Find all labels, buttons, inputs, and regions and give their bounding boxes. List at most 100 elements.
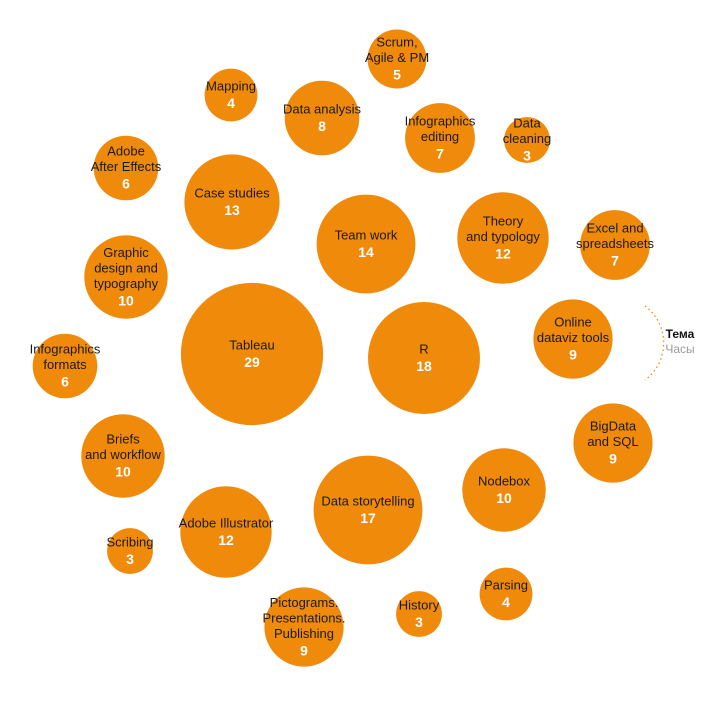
bubble-label-parsing: Parsing [484, 577, 528, 592]
bubble-label-nodebox: Nodebox [478, 473, 531, 488]
bubble-value-history: 3 [415, 614, 423, 630]
bubble-circle-scrum-agile-pm [367, 29, 427, 89]
bubble-scrum-agile-pm: Scrum,Agile & PM5 [365, 29, 429, 89]
bubble-value-data-analysis: 8 [318, 118, 326, 134]
bubble-circle-nodebox [462, 448, 546, 532]
bubble-circle-data-analysis [284, 80, 360, 156]
bubble-circle-data-storytelling [313, 455, 423, 565]
bubble-scribing: Scribing 3 [107, 528, 154, 574]
legend-hours-label: Часы [665, 342, 694, 356]
bubble-circle-tableau [180, 282, 324, 426]
bubble-value-case-studies: 13 [224, 202, 240, 218]
bubble-circle-parsing [479, 567, 533, 621]
bubble-data-storytelling: Data storytelling 17 [313, 455, 423, 565]
bubble-value-tableau: 29 [244, 354, 260, 370]
bubble-value-theory-and-typology: 12 [495, 246, 511, 262]
bubble-adobe-illustrator: Adobe Illustrator 12 [179, 486, 274, 578]
legend: Тема Часы [644, 305, 695, 381]
bubble-team-work: Team work 14 [316, 194, 416, 294]
bubble-label-data-analysis: Data analysis [283, 101, 362, 116]
bubble-label-adobe-illustrator: Adobe Illustrator [179, 515, 274, 530]
bubble-case-studies: Case studies 13 [184, 154, 280, 250]
bubble-circle-scribing [107, 528, 153, 574]
bubble-tableau: Tableau 29 [180, 282, 324, 426]
bubble-circle-excel-and-spreadsheets [580, 210, 650, 280]
bubble-circle-data-cleaning [504, 117, 550, 163]
bubble-circle-infographics-formats [32, 333, 98, 399]
bubble-value-excel-and-spreadsheets: 7 [611, 253, 619, 269]
bubble-label-pictograms-presentations-publishing: Pictograms.Presentations.Publishing [262, 595, 345, 641]
bubble-label-case-studies: Case studies [194, 185, 270, 200]
bubble-value-data-cleaning: 3 [523, 148, 531, 164]
bubble-circle-adobe-after-effects [93, 135, 159, 201]
bubble-value-briefs-and-workflow: 10 [115, 464, 131, 480]
bubble-value-adobe-after-effects: 6 [122, 176, 130, 192]
bubble-value-team-work: 14 [358, 244, 374, 260]
bubble-circle-case-studies [184, 154, 280, 250]
bubble-circle-online-dataviz-tools [533, 299, 613, 379]
legend-topic-label: Тема [666, 327, 695, 341]
legend-ring [644, 305, 665, 381]
bubble-data-analysis: Data analysis 8 [283, 80, 362, 156]
bubble-nodebox: Nodebox 10 [462, 448, 546, 532]
bubble-value-graphic-design-and-typography: 10 [118, 292, 134, 308]
bubble-value-r: 18 [416, 358, 432, 374]
bubble-value-infographics-formats: 6 [61, 374, 69, 390]
bubble-value-bigdata-and-sql: 9 [609, 451, 617, 467]
bubble-label-scribing: Scribing [107, 534, 154, 549]
bubble-r: R 18 [368, 302, 480, 414]
bubble-history: History 3 [396, 591, 442, 637]
bubble-label-team-work: Team work [335, 227, 398, 242]
bubble-label-mapping: Mapping [206, 78, 256, 93]
bubble-circle-pictograms-presentations-publishing [264, 587, 344, 667]
bubble-circle-infographics-editing [405, 103, 475, 173]
bubble-circle-r [368, 302, 480, 414]
bubble-circle-adobe-illustrator [180, 486, 272, 578]
bubble-value-scrum-agile-pm: 5 [393, 67, 401, 83]
bubble-value-online-dataviz-tools: 9 [569, 347, 577, 363]
bubble-circle-briefs-and-workflow [81, 414, 165, 498]
bubble-label-tableau: Tableau [229, 337, 275, 352]
bubble-value-scribing: 3 [126, 551, 134, 567]
bubble-circle-bigdata-and-sql [573, 403, 653, 483]
bubble-circle-history [396, 591, 442, 637]
bubble-value-infographics-editing: 7 [436, 146, 444, 162]
bubble-circle-team-work [316, 194, 416, 294]
bubble-circle-theory-and-typology [457, 192, 549, 284]
bubble-circle-mapping [204, 68, 258, 122]
bubble-circle-graphic-design-and-typography [84, 235, 168, 319]
bubble-label-history: History [399, 597, 440, 612]
bubble-label-r: R [419, 341, 428, 356]
bubble-value-pictograms-presentations-publishing: 9 [300, 642, 308, 658]
bubble-value-data-storytelling: 17 [360, 510, 376, 526]
bubble-parsing: Parsing 4 [479, 567, 533, 621]
bubble-label-data-storytelling: Data storytelling [321, 493, 414, 508]
bubble-value-parsing: 4 [502, 594, 510, 610]
bubble-value-adobe-illustrator: 12 [218, 532, 234, 548]
bubble-value-nodebox: 10 [496, 490, 512, 506]
